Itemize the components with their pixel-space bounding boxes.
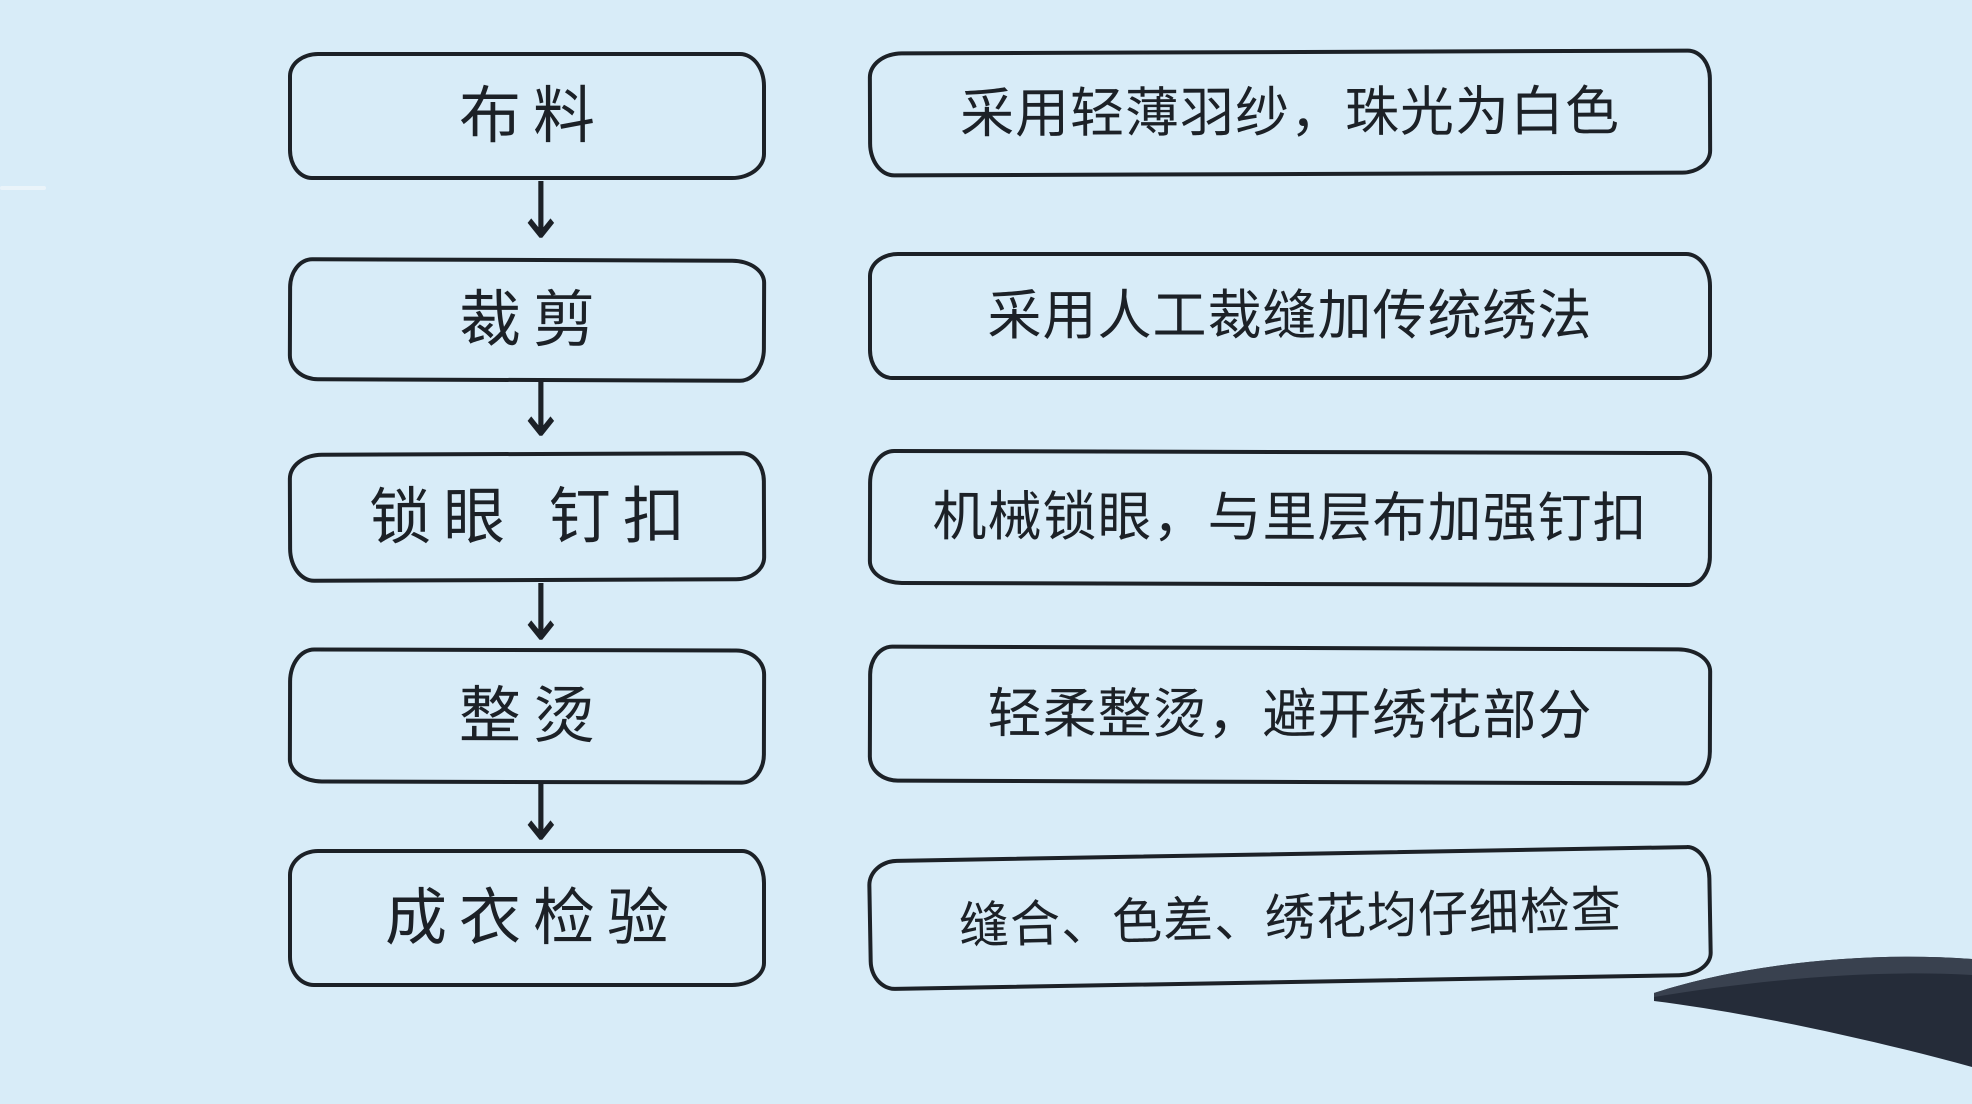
step-label: 布料 <box>458 79 607 152</box>
down-arrow-icon: ↓ <box>515 566 567 658</box>
step-label: 整烫 <box>458 678 608 753</box>
desc-box-fabric: 采用轻薄羽纱，珠光为白色 <box>867 48 1713 178</box>
down-arrow-icon: ↓ <box>515 362 567 454</box>
down-arrow-icon: ↓ <box>515 766 567 858</box>
desc-box-pressing: 轻柔整烫，避开绣花部分 <box>867 644 1713 786</box>
desc-box-cutting: 采用人工裁缝加传统绣法 <box>868 252 1712 380</box>
step-box-inspection: 成衣检验 <box>288 849 766 987</box>
step-description: 采用人工裁缝加传统绣法 <box>987 284 1593 347</box>
step-description: 轻柔整烫，避开绣花部分 <box>987 681 1593 748</box>
pen-highlight <box>1654 956 1972 997</box>
step-box-buttonhole: 锁眼 钉扣 <box>287 451 767 583</box>
page-seam-line <box>0 186 46 190</box>
desc-box-inspection: 缝合、色差、绣花均仔细检查 <box>866 844 1714 992</box>
pen-tip-icon <box>1654 956 1972 1067</box>
step-box-fabric: 布料 <box>288 52 766 180</box>
step-description: 采用轻薄羽纱，珠光为白色 <box>959 79 1621 146</box>
step-label: 成衣检验 <box>384 881 681 954</box>
down-arrow-icon: ↓ <box>515 164 567 256</box>
step-description: 机械锁眼，与里层布加强钉扣 <box>932 485 1648 550</box>
step-label: 锁眼 钉扣 <box>369 479 697 554</box>
step-description: 缝合、色差、绣花均仔细检查 <box>957 880 1623 956</box>
desc-box-buttonhole: 机械锁眼，与里层布加强钉扣 <box>867 448 1713 588</box>
step-label: 裁剪 <box>458 282 608 357</box>
